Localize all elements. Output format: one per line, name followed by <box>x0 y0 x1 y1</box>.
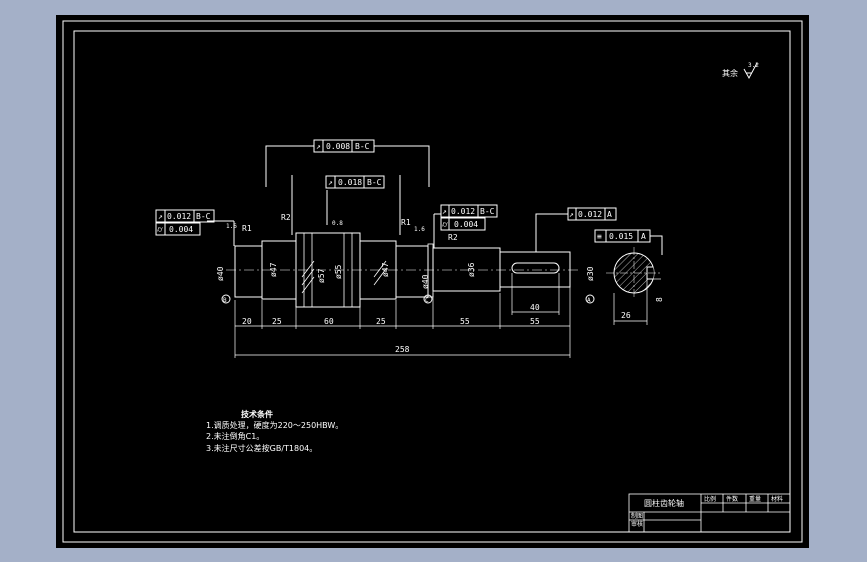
keyway-slot <box>511 262 560 274</box>
len-label-5: 55 <box>460 317 470 326</box>
gdt-left-ref: B-C <box>196 212 211 221</box>
title-block-cell-2: 件数 <box>726 495 738 503</box>
finish-mark-1: 1.6 <box>226 223 237 230</box>
datum-b-label: B <box>223 297 227 304</box>
len-label-1: 20 <box>242 317 252 326</box>
len-label-8: 258 <box>395 345 410 354</box>
gdt-top-value: 0.008 <box>326 142 350 151</box>
surface-finish-note: 其余 <box>722 68 738 78</box>
datum-c-circle <box>423 294 433 304</box>
len-label-4: 25 <box>376 317 386 326</box>
tech-note-3: 3.未注尺寸公差按GB/T1804。 <box>206 443 317 453</box>
gdt-right-value: 0.012 <box>451 207 475 216</box>
gdt-left-value: 0.012 <box>167 212 191 221</box>
dia-label-6: ø40 <box>421 274 430 289</box>
datum-a-label: A <box>587 297 591 304</box>
gdt-left-cyl: 0.004 <box>169 225 193 234</box>
runout-icon: ↗ <box>569 210 574 219</box>
dia-label-3: ø57 <box>317 268 326 283</box>
title-block-row-2: 审核 <box>631 520 643 528</box>
section-dim-8: 8 <box>655 297 664 302</box>
dia-label-8: ø30 <box>586 266 595 281</box>
tech-title: 技术条件 <box>241 409 273 419</box>
len-label-3: 60 <box>324 317 334 326</box>
gdt-top-ref: B-C <box>355 142 370 151</box>
tech-note-2: 2.未注倒角C1。 <box>206 431 264 441</box>
runout-icon: ↗ <box>158 212 163 221</box>
symmetry-icon: ≡ <box>597 232 602 241</box>
gdt-frame-keyway: ↗ 0.012 A <box>567 207 617 221</box>
runout-icon: ↗ <box>316 142 321 151</box>
gdt-right-ref: B-C <box>480 207 495 216</box>
cylindricity-icon: ⌭ <box>157 225 163 234</box>
radius-label-1: R1 <box>242 224 252 233</box>
tech-note-1: 1.调质处理，硬度为220～250HBW。 <box>206 420 343 430</box>
finish-mark-3: 1.6 <box>414 226 425 233</box>
gdt-frame-symmetry: ≡ 0.015 A <box>594 229 651 243</box>
datum-a-circle <box>585 294 595 304</box>
radius-label-4: R2 <box>448 233 458 242</box>
cad-drawing: 其余 3.2 ø40 <box>62 20 803 543</box>
title-block <box>628 493 791 533</box>
section-dim-26: 26 <box>621 311 631 320</box>
surface-finish-value: 3.2 <box>748 62 759 69</box>
dia-label-7: ø36 <box>467 262 476 277</box>
gdt-frame-top: ↗ 0.008 B-C <box>313 139 375 153</box>
len-label-7: 55 <box>530 317 540 326</box>
finish-mark-2: 0.8 <box>332 220 343 227</box>
gdt-sym-value: 0.015 <box>609 232 633 241</box>
gdt-frame-left: ↗ 0.012 B-C ⌭ 0.004 <box>155 209 215 236</box>
radius-label-2: R2 <box>281 213 291 222</box>
drawing-sheet: 其余 3.2 ø40 <box>56 15 809 548</box>
gdt-mid-ref: B-C <box>367 178 382 187</box>
gdt-keyway-ref: A <box>607 210 612 219</box>
gdt-leaders <box>207 145 663 255</box>
title-block-row-1: 制图 <box>631 512 643 520</box>
dimension-lines <box>234 273 571 358</box>
runout-icon: ↗ <box>328 178 333 187</box>
gdt-keyway-value: 0.012 <box>578 210 602 219</box>
datum-c-label: C <box>425 297 429 304</box>
inner-frame <box>73 30 791 533</box>
title-block-name: 圆柱齿轮轴 <box>644 498 684 508</box>
gdt-sym-ref: A <box>641 232 646 241</box>
outer-frame <box>62 20 803 543</box>
len-label-6: 40 <box>530 303 540 312</box>
dia-label-4: ø55 <box>334 264 343 279</box>
cylindricity-icon: ⌭ <box>442 220 448 229</box>
len-label-2: 25 <box>272 317 282 326</box>
title-block-cell-4: 材料 <box>771 495 783 503</box>
radius-label-3: R1 <box>401 218 411 227</box>
dia-label-5: ø47 <box>381 262 390 277</box>
runout-icon: ↗ <box>442 207 447 216</box>
dia-label-1: ø40 <box>216 266 225 281</box>
dia-label-2: ø47 <box>269 262 278 277</box>
gdt-mid-value: 0.018 <box>338 178 362 187</box>
datum-b-circle <box>221 294 231 304</box>
gdt-right-cyl: 0.004 <box>454 220 478 229</box>
title-block-cell-3: 重量 <box>749 495 761 503</box>
surface-finish-symbol <box>743 62 758 80</box>
title-block-cell-1: 比例 <box>704 495 716 503</box>
cross-section <box>606 247 661 325</box>
gdt-frame-right: ↗ 0.012 B-C ⌭ 0.004 <box>440 204 498 231</box>
gdt-frame-mid: ↗ 0.018 B-C <box>325 175 385 189</box>
